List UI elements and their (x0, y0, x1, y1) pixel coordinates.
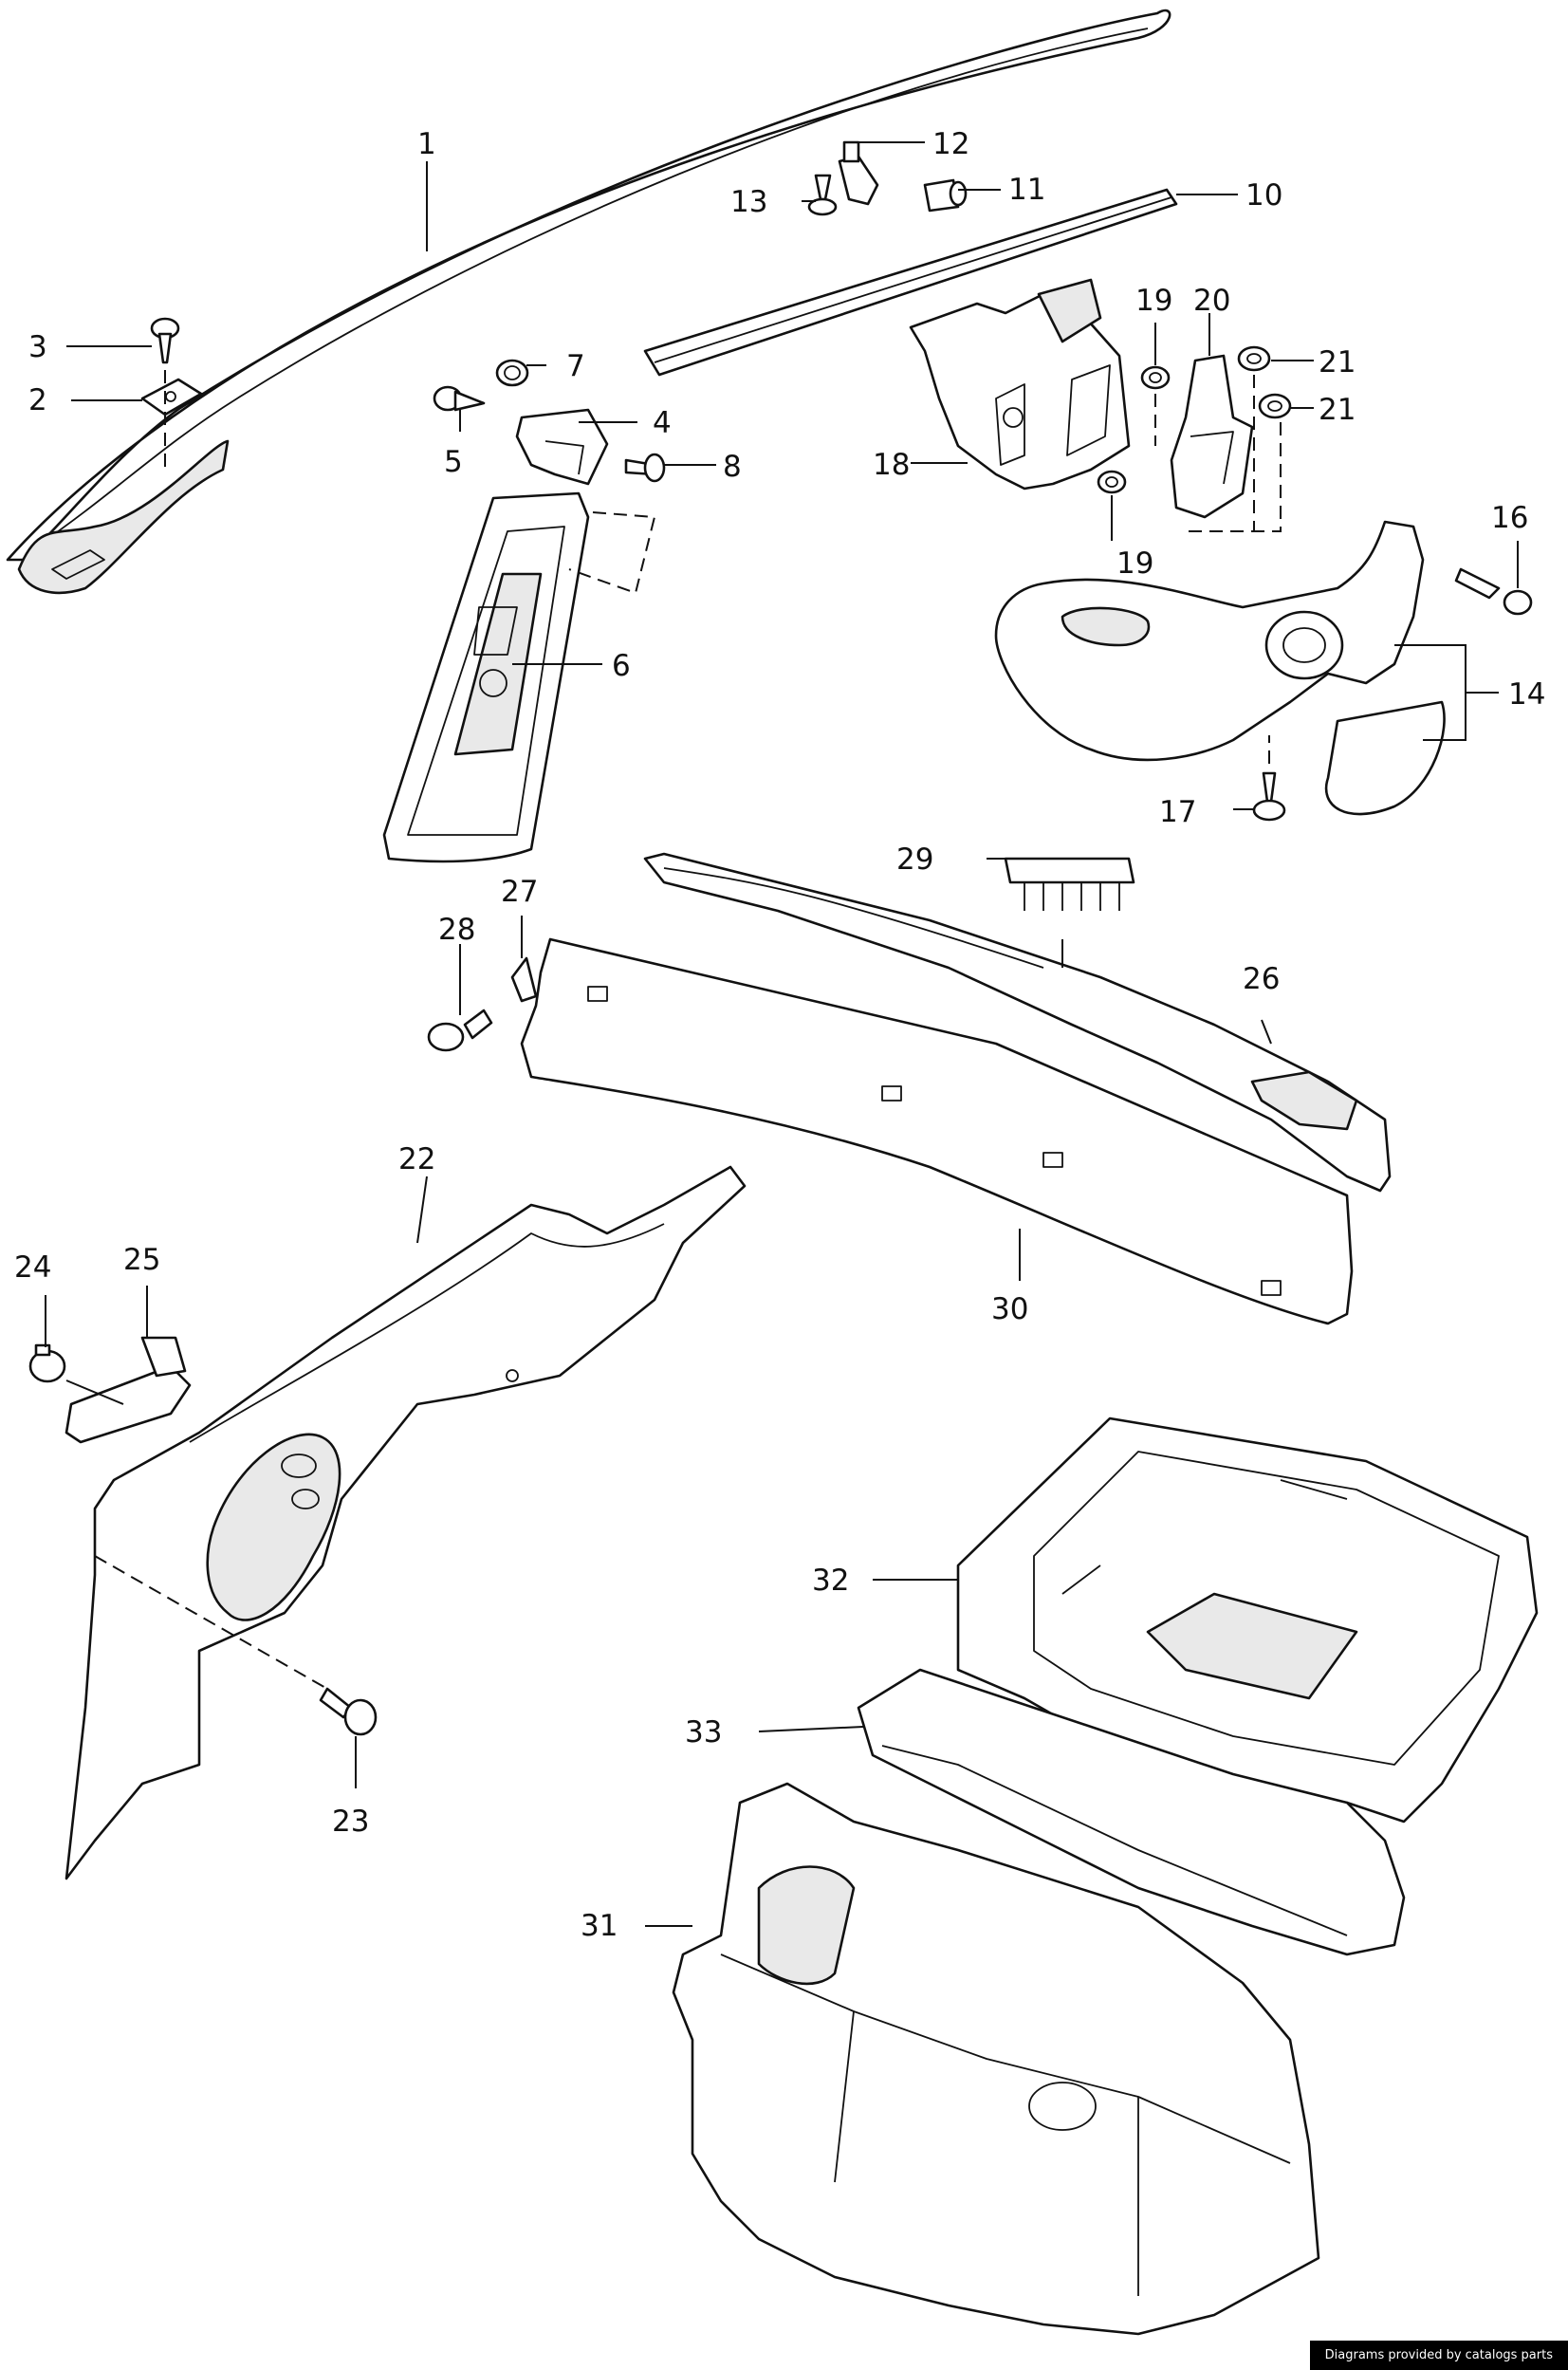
callout-23: 23 (332, 1805, 369, 1839)
callout-6: 6 (612, 649, 631, 683)
part-13-screw (807, 174, 838, 216)
callout-21-lower: 21 (1319, 393, 1356, 427)
callout-1: 1 (417, 127, 436, 161)
callout-18: 18 (873, 448, 910, 482)
callout-33: 33 (685, 1715, 722, 1750)
part-12-clip (838, 140, 879, 206)
callout-29: 29 (896, 842, 933, 877)
part-30-rear-panel (520, 937, 1354, 1325)
callout-21-upper: 21 (1319, 345, 1356, 380)
part-25-cap (65, 1336, 192, 1444)
part-19-nut-lower (1097, 470, 1127, 494)
callout-7: 7 (566, 349, 585, 383)
part-2-clip (140, 378, 203, 417)
callout-19-lower: 19 (1116, 546, 1153, 581)
part-17-screw (1252, 771, 1286, 822)
callout-13: 13 (730, 185, 767, 219)
callout-20: 20 (1193, 284, 1230, 318)
part-18-bracket (909, 278, 1131, 491)
leader-lines (45, 141, 1519, 1927)
part-21-nut-lower (1258, 393, 1292, 419)
part-27-clip (510, 956, 538, 1003)
callout-26: 26 (1243, 962, 1280, 996)
callout-8: 8 (723, 450, 742, 484)
callout-14: 14 (1508, 677, 1545, 712)
callout-17: 17 (1159, 795, 1196, 829)
callout-19-upper: 19 (1135, 284, 1172, 318)
callout-30: 30 (991, 1292, 1028, 1326)
callout-16: 16 (1491, 501, 1528, 535)
callout-28: 28 (438, 913, 475, 947)
callout-24: 24 (14, 1250, 51, 1285)
part-21-nut-upper (1237, 345, 1271, 372)
callout-3: 3 (28, 330, 47, 364)
part-26-rear-shelf-upper (643, 852, 1392, 1193)
part-7-grommet (495, 359, 529, 387)
part-22-quarter-trim (65, 1165, 747, 1880)
callout-labels: 1 2 3 4 5 6 7 8 10 11 12 13 14 16 17 18 … (14, 127, 1545, 1943)
part-3-screw (150, 317, 180, 364)
callout-27: 27 (501, 875, 538, 909)
part-33-carpet (857, 1668, 1406, 1956)
part-32-trunk-liner (956, 1416, 1539, 1824)
part-24-grommet (28, 1343, 66, 1383)
callout-31: 31 (581, 1909, 618, 1943)
callout-32: 32 (812, 1564, 849, 1598)
part-19-nut-upper (1140, 365, 1171, 390)
callout-22: 22 (398, 1142, 435, 1176)
part-1-roof-trim (6, 9, 1171, 595)
part-14-speaker-housing (994, 520, 1446, 816)
callout-25: 25 (123, 1243, 160, 1277)
callout-5: 5 (444, 445, 463, 479)
part-10-trim-strip (643, 188, 1178, 377)
callout-2: 2 (28, 383, 47, 417)
callout-10: 10 (1245, 178, 1282, 213)
part-20-bracket (1170, 354, 1254, 519)
part-29-connector (1004, 857, 1135, 911)
callout-12: 12 (932, 127, 969, 161)
part-28-screw (427, 1009, 493, 1052)
credit-label: Diagrams provided by catalogs parts (1309, 2341, 1568, 2370)
part-23-screw (319, 1687, 378, 1736)
part-4-bracket (515, 408, 609, 486)
callout-11: 11 (1008, 173, 1045, 207)
callout-4: 4 (653, 406, 672, 440)
part-6-pillar-trim (382, 491, 590, 863)
part-5-screw (433, 385, 486, 412)
part-11-connector (923, 178, 968, 213)
part-16-screw (1454, 567, 1533, 616)
part-31-floor-panel (672, 1782, 1320, 2336)
part-8-screw (624, 453, 666, 483)
